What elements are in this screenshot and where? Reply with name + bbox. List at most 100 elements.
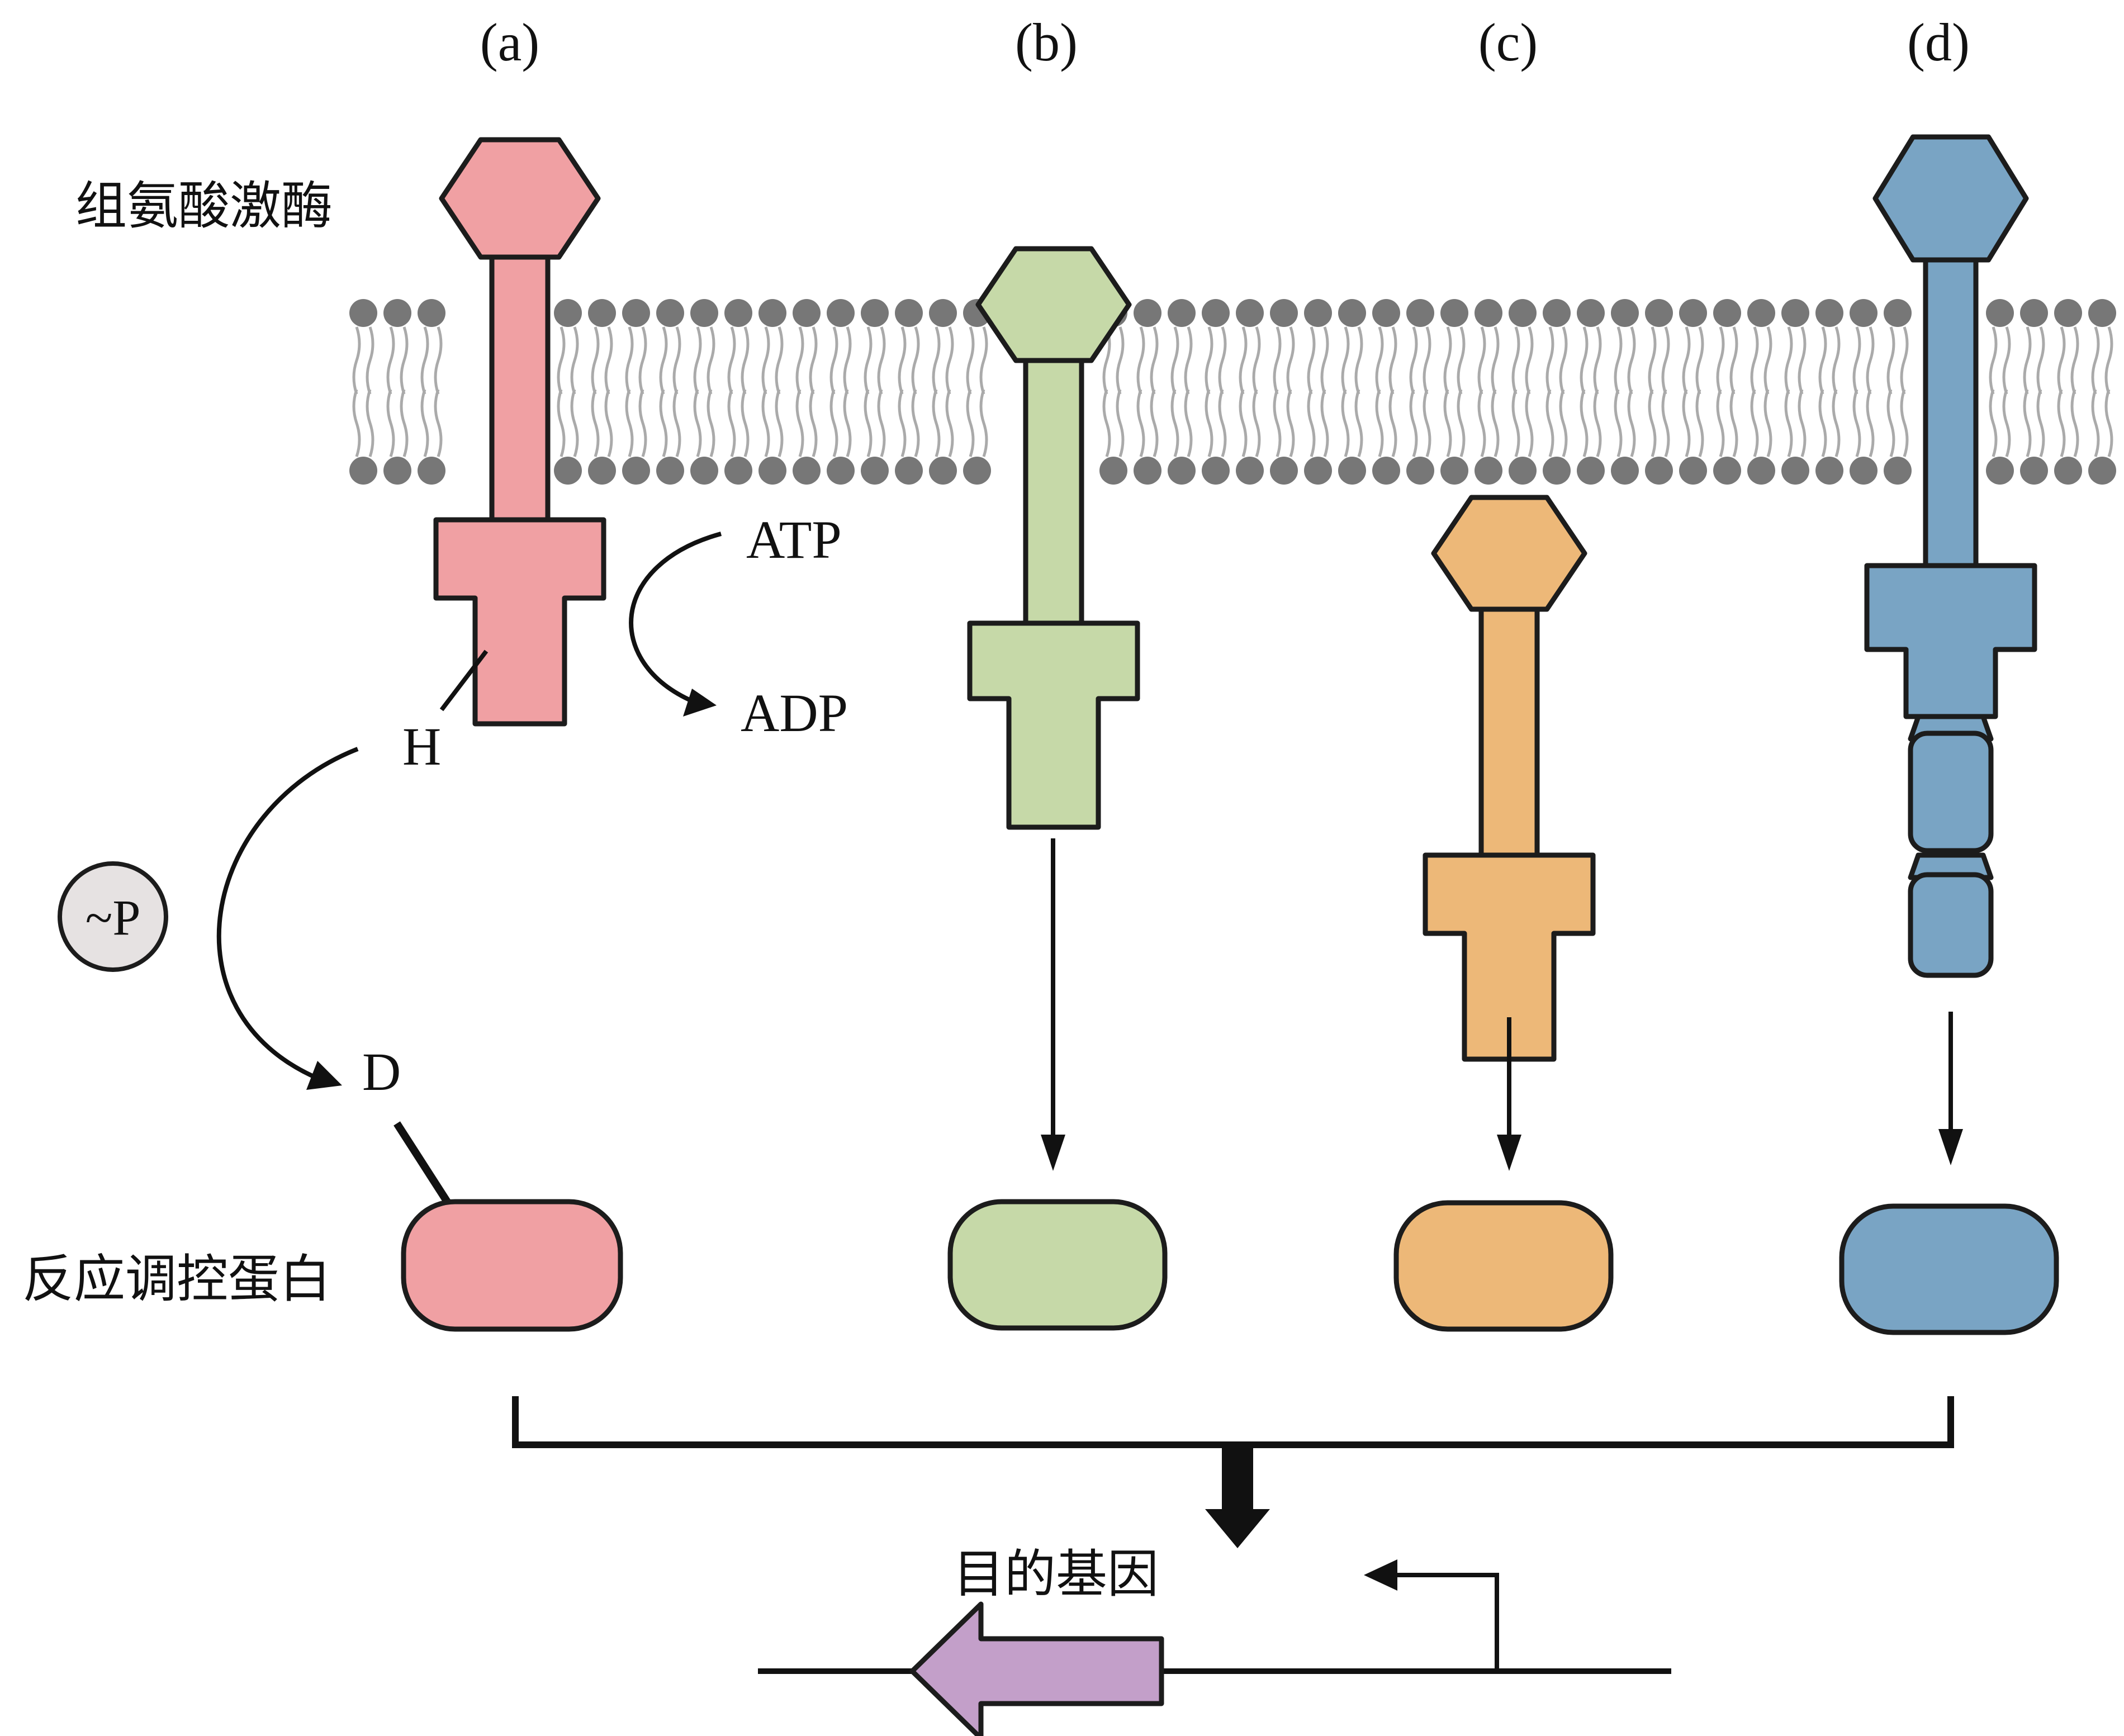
lipid-head <box>1747 457 1775 485</box>
lipid-tail <box>829 326 838 457</box>
lipid-head <box>1815 457 1843 485</box>
lipid-tail <box>1354 326 1363 457</box>
lipid-tail <box>1307 326 1316 457</box>
lipid-head <box>2020 457 2048 485</box>
kinase-d-linker-2 <box>1908 852 1994 880</box>
kinase-b-stalk <box>1023 355 1084 640</box>
lipid-head <box>793 457 821 485</box>
promoter-arrow <box>1392 1573 1499 1671</box>
lipid-tail <box>557 326 566 457</box>
lipid-head <box>963 457 991 485</box>
lipid-tail <box>1852 326 1861 457</box>
lipid-head <box>1884 299 1912 327</box>
response-regulator-d <box>1839 1203 2059 1335</box>
lipid-tail <box>604 326 613 457</box>
lipid-head <box>2088 457 2116 485</box>
lipid-tail <box>1491 326 1500 457</box>
lipid-tail <box>945 326 954 457</box>
lipid-tail <box>741 326 750 457</box>
lipid-tail <box>1886 326 1895 457</box>
lipid-tail <box>1375 326 1384 457</box>
lipid-head <box>656 457 684 485</box>
lipid-head <box>383 299 411 327</box>
lipid-tail <box>1682 326 1691 457</box>
phosphate-label: ~P <box>86 890 141 946</box>
lipid-head <box>349 299 377 327</box>
lipid-tail <box>1695 326 1704 457</box>
lipid-head <box>1645 299 1673 327</box>
lipid-head <box>1202 299 1230 327</box>
kinase-d-hpt-domain <box>1908 872 1994 978</box>
lipid-tail <box>693 326 702 457</box>
lipid-tail <box>1205 326 1213 457</box>
lipid-head <box>554 457 582 485</box>
lipid-head <box>1577 299 1605 327</box>
panel-label-b: (b) <box>1015 12 1078 72</box>
kinase-d-stalk <box>1923 243 1979 584</box>
lipid-tail <box>1286 326 1295 457</box>
lipid-tail <box>1136 326 1145 457</box>
lipid-head <box>1202 457 1230 485</box>
lipid-head <box>554 299 582 327</box>
lipid-head <box>1270 299 1298 327</box>
signal-arrowhead-b <box>1041 1135 1065 1171</box>
response-regulator-b <box>947 1199 1168 1331</box>
kinase-d-sensor-domain <box>1872 134 2029 263</box>
lipid-tail <box>1614 326 1623 457</box>
aspartate-residue-label: D <box>362 1042 401 1102</box>
lipid-tail <box>2057 326 2066 457</box>
lipid-head <box>724 457 752 485</box>
lipid-tail <box>761 326 770 457</box>
lipid-head <box>895 299 923 327</box>
lipid-tail <box>2023 326 2032 457</box>
lipid-tail <box>2036 326 2045 457</box>
lipid-tail <box>1457 326 1466 457</box>
lipid-head <box>418 457 445 485</box>
lipid-tail <box>1716 326 1725 457</box>
atp-adp-arrowhead <box>683 689 717 717</box>
lipid-tail <box>1341 326 1350 457</box>
lipid-head <box>1338 457 1366 485</box>
lipid-tail <box>1729 326 1738 457</box>
lipid-tail <box>843 326 852 457</box>
kinase-c-cytoplasmic-domain <box>1423 852 1596 1062</box>
lipid-tail <box>1784 326 1793 457</box>
lipid-head <box>622 299 650 327</box>
lipid-head <box>349 457 377 485</box>
lipid-tail <box>1900 326 1909 457</box>
kinase-b-cytoplasmic-domain <box>967 620 1140 830</box>
lipid-head <box>724 299 752 327</box>
lipid-head <box>1236 457 1264 485</box>
histidine-residue-label: H <box>402 717 441 776</box>
lipid-tail <box>386 326 395 457</box>
lipid-head <box>418 299 445 327</box>
lipid-head <box>1679 457 1707 485</box>
lipid-tail <box>1545 326 1554 457</box>
lipid-tail <box>434 326 443 457</box>
lipid-head <box>1270 457 1298 485</box>
kinase-a-stalk <box>489 238 551 534</box>
lipid-tail <box>420 326 429 457</box>
signal-arrowhead-d <box>1938 1129 1963 1165</box>
lipid-head <box>1338 299 1366 327</box>
lipid-tail <box>1423 326 1431 457</box>
lipid-tail <box>1989 326 1998 457</box>
lipid-tail <box>1750 326 1759 457</box>
response-regulator-a <box>401 1199 623 1332</box>
lipid-tail <box>1648 326 1657 457</box>
lipid-head <box>1440 299 1468 327</box>
panel-label-c: (c) <box>1478 12 1538 72</box>
lipid-head <box>1168 457 1196 485</box>
lipid-tail <box>1252 326 1261 457</box>
lipid-tail <box>2091 326 2100 457</box>
kinase-a-cytoplasmic-domain <box>433 517 606 727</box>
lipid-head <box>1099 457 1127 485</box>
lipid-tail <box>864 326 873 457</box>
bracket-arrowhead <box>1205 1509 1270 1548</box>
lipid-head <box>2020 299 2048 327</box>
phospho-transfer-arrowhead <box>306 1061 342 1090</box>
lipid-head <box>1440 457 1468 485</box>
lipid-head <box>690 457 718 485</box>
output-bracket <box>512 1396 1954 1448</box>
lipid-tail <box>1218 326 1227 457</box>
